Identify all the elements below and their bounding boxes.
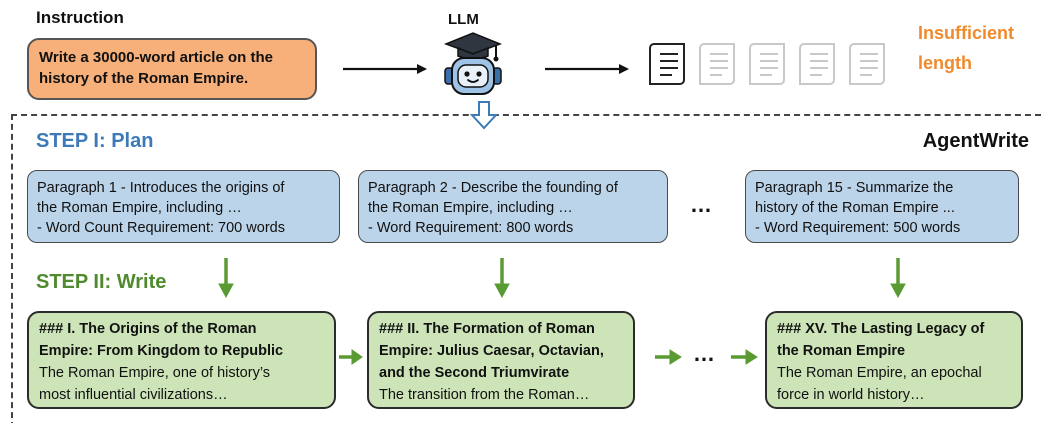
- document-faded-icon: [749, 43, 785, 85]
- write-heading-line: Empire: From Kingdom to Republic: [39, 343, 284, 359]
- result-line: Insufficient: [918, 23, 1015, 43]
- robot-llm-icon: [443, 32, 503, 95]
- write-body-line: force in world history…: [777, 387, 925, 403]
- write-body-line: The transition from the Roman…: [379, 387, 590, 403]
- step2-label: STEP II: Write: [36, 271, 167, 293]
- plan-line: the Roman Empire, including …: [368, 200, 573, 216]
- plan-line: - Word Count Requirement: 700 words: [37, 220, 285, 236]
- instruction-line: history of the Roman Empire.: [39, 70, 249, 87]
- write-heading-line: ### I. The Origins of the Roman: [39, 321, 257, 337]
- plan-line: history of the Roman Empire ...: [755, 200, 955, 216]
- insufficient-length-label: Insufficient length: [918, 18, 1014, 78]
- write-heading-line: and the Second Triumvirate: [379, 365, 570, 381]
- plan-paragraph-box: Paragraph 15 - Summarize the history of …: [745, 170, 1019, 243]
- document-icon: [649, 43, 685, 85]
- plan-line: - Word Requirement: 800 words: [368, 220, 574, 236]
- instruction-label: Instruction: [36, 8, 124, 27]
- plan-line: - Word Requirement: 500 words: [755, 220, 961, 236]
- write-heading-line: ### II. The Formation of Roman: [379, 321, 595, 337]
- write-heading-line: ### XV. The Lasting Legacy of: [777, 321, 985, 337]
- document-faded-icon: [699, 43, 735, 85]
- llm-label: LLM: [448, 11, 479, 28]
- document-faded-icon: [799, 43, 835, 85]
- agentwrite-title: AgentWrite: [922, 130, 1029, 152]
- write-section-box: ### II. The Formation of Roman Empire: J…: [367, 311, 635, 409]
- agentwrite-frame: [11, 114, 1041, 423]
- instruction-line: Write a 30000-word article on the: [39, 49, 273, 66]
- result-line: length: [918, 53, 972, 73]
- plan-ellipsis: …: [690, 192, 713, 217]
- document-faded-icon: [849, 43, 885, 85]
- instruction-box: Write a 30000-word article on the histor…: [27, 38, 317, 100]
- plan-line: Paragraph 1 - Introduces the origins of: [37, 180, 285, 196]
- step1-label: STEP I: Plan: [36, 130, 154, 152]
- write-body-line: The Roman Empire, an epochal: [777, 365, 982, 381]
- write-section-box: ### XV. The Lasting Legacy of the Roman …: [765, 311, 1023, 409]
- write-body-line: most influential civilizations…: [39, 387, 228, 403]
- plan-line: Paragraph 15 - Summarize the: [755, 180, 954, 196]
- plan-paragraph-box: Paragraph 1 - Introduces the origins of …: [27, 170, 340, 243]
- documents-group: [649, 43, 885, 85]
- write-ellipsis: …: [693, 341, 716, 366]
- write-section-box: ### I. The Origins of the Roman Empire: …: [27, 311, 336, 409]
- write-heading-line: Empire: Julius Caesar, Octavian,: [379, 343, 604, 359]
- plan-paragraph-box: Paragraph 2 - Describe the founding of t…: [358, 170, 668, 243]
- plan-line: Paragraph 2 - Describe the founding of: [368, 180, 618, 196]
- write-heading-line: the Roman Empire: [777, 343, 906, 359]
- write-body-line: The Roman Empire, one of history’s: [39, 365, 271, 381]
- plan-line: the Roman Empire, including …: [37, 200, 242, 216]
